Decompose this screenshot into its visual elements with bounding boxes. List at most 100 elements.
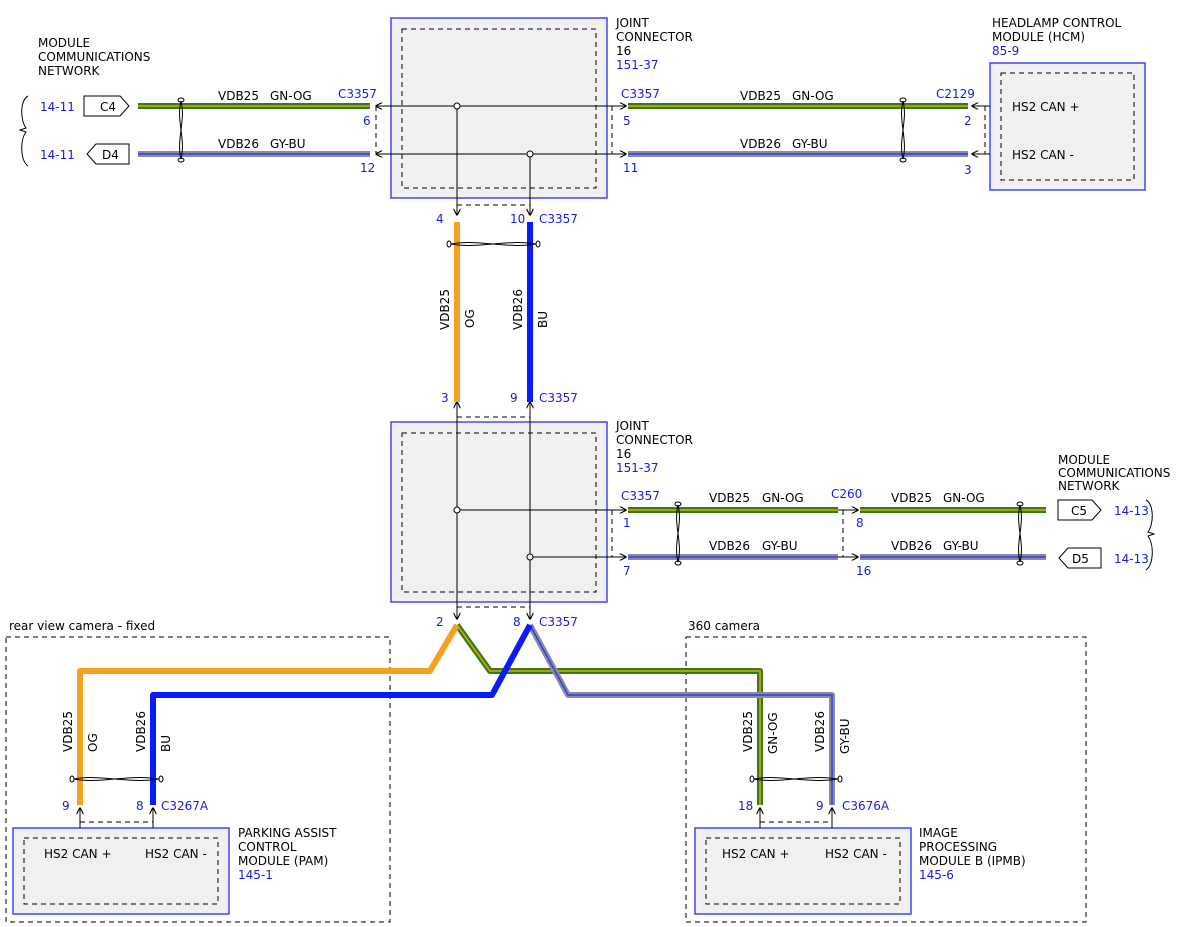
hcm-can-minus: HS2 CAN -: [1012, 148, 1074, 162]
jc-top-ref: 151-37: [616, 58, 659, 72]
mid-right-net-3: NETWORK: [1058, 479, 1121, 493]
tl-w2-color: GY-BU: [270, 137, 306, 151]
jc-mid-title-2: CONNECTOR: [616, 433, 693, 447]
joint-connector-mid: [390, 421, 608, 603]
tr-w2-circuit: VDB26: [740, 137, 781, 151]
mr-w1-circuit: VDB25: [709, 491, 750, 505]
c5-ref: 14-13: [1114, 504, 1149, 518]
c360-conn: C3676A: [842, 799, 890, 813]
d4-tag: D4: [86, 143, 130, 165]
ipmb-can-plus: HS2 CAN +: [722, 847, 790, 861]
c360-gy-color: GY-BU: [838, 718, 852, 754]
tl-w2-circuit: VDB26: [218, 137, 259, 151]
tl-w1-circuit: VDB25: [218, 89, 259, 103]
v-pin9: 9: [510, 391, 518, 405]
mr-pin8: 8: [856, 516, 864, 530]
tr-pin11: 11: [623, 161, 638, 175]
d5-tag: D5: [1058, 547, 1102, 569]
tr-w2-color: GY-BU: [792, 137, 828, 151]
mr-w1-color: GN-OG: [762, 491, 804, 505]
hcm-module: [989, 62, 1146, 191]
tr-conn-right: C2129: [936, 87, 975, 101]
v-og-color: OG: [463, 309, 477, 328]
twist-marks: [69, 97, 1024, 783]
ipmb-title-3: MODULE B (IPMB): [919, 854, 1026, 868]
d5-ref: 14-13: [1114, 552, 1149, 566]
mr-c260: C260: [831, 487, 862, 501]
hcm-ref: 85-9: [992, 44, 1019, 58]
c360-pin18: 18: [738, 799, 753, 813]
tl-w1-color: GN-OG: [270, 89, 312, 103]
rc-og-color: OG: [86, 733, 100, 752]
c360-gy-circuit: VDB26: [813, 711, 827, 752]
rear-camera-region-label: rear view camera - fixed: [9, 619, 155, 633]
bj-pin8: 8: [513, 615, 521, 629]
mr-w4-circuit: VDB26: [891, 539, 932, 553]
ipmb-module: [694, 827, 912, 915]
c4-tag: C4: [83, 95, 130, 117]
jc-top-pin10: 10: [510, 212, 525, 226]
rc-og-circuit: VDB25: [61, 711, 75, 752]
hcm-module-inner: [1000, 72, 1135, 181]
right-brace: [1145, 499, 1156, 571]
mr-w2-circuit: VDB26: [709, 539, 750, 553]
pam-title-3: MODULE (PAM): [238, 854, 328, 868]
joint-connector-top: [390, 17, 608, 199]
mr-pin16: 16: [856, 564, 871, 578]
jc-mid-ref: 151-37: [616, 461, 659, 475]
camera-360-region: [685, 636, 1087, 923]
tr-conn-left: C3357: [621, 87, 660, 101]
hcm-can-plus: HS2 CAN +: [1012, 100, 1080, 114]
rear-camera-region: [5, 636, 391, 923]
jc-top-pin4: 4: [436, 212, 444, 226]
jc-top-title-3: 16: [616, 44, 631, 58]
pam-module-inner: [23, 837, 219, 905]
tl-w1-pin: 6: [363, 114, 371, 128]
internal-wiring: [80, 102, 990, 828]
ipmb-module-inner: [705, 837, 901, 905]
mr-w3-circuit: VDB25: [891, 491, 932, 505]
hcm-title-2: MODULE (HCM): [992, 30, 1085, 44]
v-bu-color: BU: [536, 311, 550, 328]
svg-text:C4: C4: [100, 100, 116, 114]
ipmb-ref: 145-6: [919, 868, 954, 882]
tr-w1-color: GN-OG: [792, 89, 834, 103]
v-og-circuit: VDB25: [438, 289, 452, 330]
pam-module: [12, 827, 230, 915]
pam-can-plus: HS2 CAN +: [44, 847, 112, 861]
mr-pin7: 7: [623, 564, 631, 578]
c360-pin9: 9: [816, 799, 824, 813]
mr-pin1: 1: [623, 516, 631, 530]
rc-bu-color: BU: [159, 735, 173, 752]
rc-bu-circuit: VDB26: [134, 711, 148, 752]
rc-pin8: 8: [136, 799, 144, 813]
camera-360-region-label: 360 camera: [688, 619, 760, 633]
v-bu-circuit: VDB26: [511, 289, 525, 330]
pam-ref: 145-1: [238, 868, 273, 882]
mr-w3-color: GN-OG: [943, 491, 985, 505]
ipmb-can-minus: HS2 CAN -: [825, 847, 887, 861]
svg-text:D4: D4: [102, 148, 119, 162]
jc-top-title-2: CONNECTOR: [616, 30, 693, 44]
c360-gn-circuit: VDB25: [741, 711, 755, 752]
hcm-title-1: HEADLAMP CONTROL: [992, 16, 1122, 30]
top-left-net-1: MODULE: [38, 36, 90, 50]
d4-ref: 14-11: [40, 148, 75, 162]
tl-w1-conn: C3357: [338, 87, 377, 101]
svg-text:D5: D5: [1072, 552, 1089, 566]
wires: [77, 103, 1046, 805]
svg-text:C5: C5: [1071, 504, 1087, 518]
jc-mid-title-1: JOINT: [615, 419, 650, 433]
left-brace: [18, 95, 29, 167]
bj-pin2: 2: [436, 615, 444, 629]
top-left-net-2: COMMUNICATIONS: [38, 50, 150, 64]
tr-w1-circuit: VDB25: [740, 89, 781, 103]
tr-pin2: 2: [964, 114, 972, 128]
mr-conn-left: C3357: [621, 489, 660, 503]
tr-pin3: 3: [964, 163, 972, 177]
rc-pin9: 9: [62, 799, 70, 813]
c5-tag: C5: [1057, 499, 1102, 521]
c4-ref: 14-11: [40, 100, 75, 114]
pam-can-minus: HS2 CAN -: [145, 847, 207, 861]
